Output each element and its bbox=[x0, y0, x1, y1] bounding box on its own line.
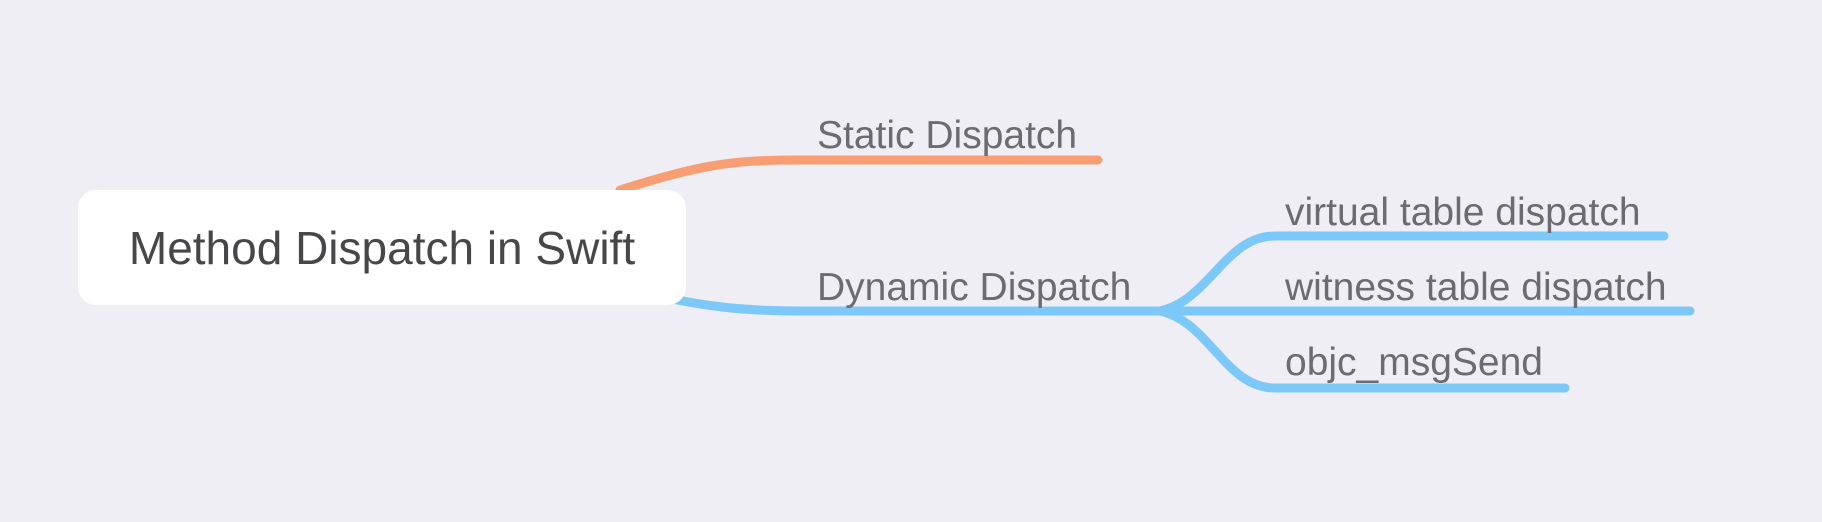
root-node-label: Method Dispatch in Swift bbox=[128, 221, 636, 274]
node-virtual-table-dispatch[interactable]: virtual table dispatch bbox=[1285, 191, 1641, 234]
root-node[interactable]: Method Dispatch in Swift bbox=[78, 190, 686, 305]
node-objc-msgsend[interactable]: objc_msgSend bbox=[1285, 341, 1543, 384]
connector-virtual-table-dispatch bbox=[1155, 231, 1669, 316]
node-witness-table-dispatch[interactable]: witness table dispatch bbox=[1285, 266, 1667, 309]
connector-static-dispatch bbox=[615, 155, 1103, 195]
node-dynamic-dispatch[interactable]: Dynamic Dispatch bbox=[817, 266, 1132, 309]
connector-objc-msgsend bbox=[1155, 306, 1570, 393]
node-static-dispatch[interactable]: Static Dispatch bbox=[817, 114, 1078, 157]
